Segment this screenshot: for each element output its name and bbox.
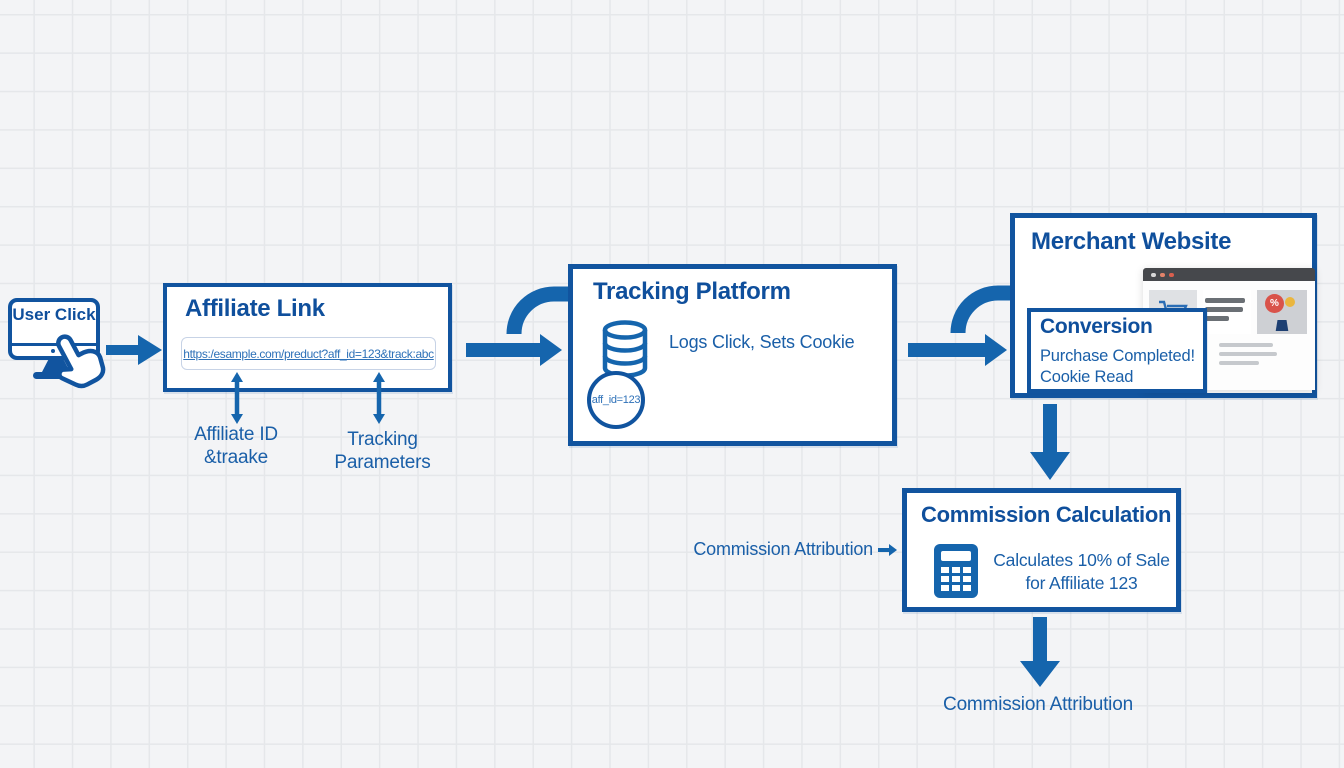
commission-attribution-side-label: Commission Attribution (678, 539, 898, 560)
browser-titlebar (1143, 268, 1315, 281)
small-right-arrow-icon (878, 543, 897, 556)
monitor-base (33, 372, 78, 379)
tracking-params-annotation: Tracking Parameters (334, 429, 431, 473)
cookie-badge: aff_id=123 (587, 371, 645, 429)
double-arrow-tracking-params (373, 372, 385, 424)
double-arrow-affiliate-id (231, 372, 243, 424)
affiliate-url-link[interactable]: https:/esample.com/preduct?aff_id=123&tr… (183, 346, 434, 361)
tracking-description: Logs Click, Sets Cookie (669, 332, 855, 352)
affiliate-id-annotation: Affiliate ID &traake (194, 424, 278, 468)
tracking-platform-title: Tracking Platform (593, 278, 791, 305)
connector-tracking-to-merchant (908, 285, 1010, 366)
conversion-description: Purchase Completed! Cookie Read (1040, 347, 1195, 387)
commission-attribution-side-text: Commission Attribution (693, 539, 873, 559)
monitor-icon: User Click (8, 298, 100, 360)
merchant-website-title: Merchant Website (1031, 228, 1232, 255)
conversion-node: Conversion Purchase Completed! Cookie Re… (1027, 308, 1207, 393)
browser-dot (1169, 272, 1174, 277)
merchant-website-node: Merchant Website (1010, 213, 1317, 398)
monitor-dot (50, 349, 55, 353)
tracking-platform-node: Tracking Platform Logs Click, Sets Cooki… (568, 264, 897, 446)
arrow-user-to-affiliate (106, 335, 162, 365)
affiliate-url-field: https:/esample.com/preduct?aff_id=123&tr… (181, 337, 436, 370)
commission-attribution-bottom-label: Commission Attribution (943, 694, 1133, 715)
affiliate-link-node: Affiliate Link https:/esample.com/preduc… (163, 283, 452, 392)
commission-calculation-title: Commission Calculation (921, 502, 1172, 527)
discount-badge-icon: % (1265, 294, 1284, 313)
hand-cursor-icon (38, 321, 113, 400)
browser-dot (1160, 272, 1165, 277)
user-click-label: User Click (12, 305, 96, 324)
commission-calculation-node: Commission Calculation Calculates 10% of… (902, 488, 1181, 612)
commission-description: Calculates 10% of Sale for Affiliate 123 (993, 550, 1170, 593)
calculator-icon (934, 544, 978, 598)
connector-affiliate-to-tracking (466, 286, 568, 366)
arrow-merchant-to-commission (1030, 404, 1070, 480)
promo-figure-icon (1275, 320, 1289, 331)
text-panel (1203, 290, 1251, 334)
cookie-badge-text: aff_id=123 (591, 394, 641, 406)
discount-badge-small-icon (1285, 297, 1295, 307)
browser-dot (1151, 272, 1156, 277)
conversion-title: Conversion (1040, 315, 1153, 338)
monitor-strip (12, 343, 96, 356)
promo-panel: % (1257, 290, 1307, 334)
arrow-commission-to-attribution (1020, 617, 1060, 687)
affiliate-link-title: Affiliate Link (185, 295, 325, 322)
